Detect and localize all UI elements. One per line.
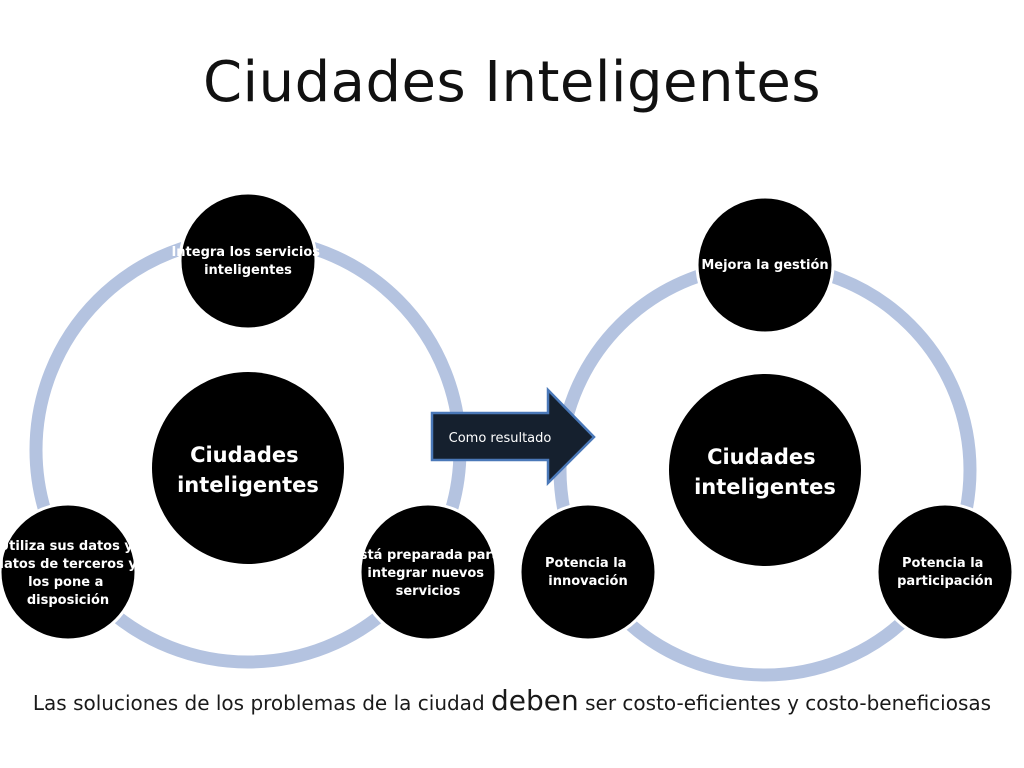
left-center-circle <box>152 372 344 564</box>
left-node-preparada-line-2: integrar nuevos <box>367 566 484 581</box>
right-center-line-2: inteligentes <box>694 475 836 499</box>
right-cycle: Ciudades inteligentes Mejora la gestión … <box>518 195 1015 682</box>
right-node-gestion: Mejora la gestión <box>695 195 835 335</box>
left-node-preparada: Está preparada para integrar nuevos serv… <box>351 502 505 642</box>
footer-text-before: Las soluciones de los problemas de la ci… <box>32 691 491 715</box>
right-node-gestion-circle <box>695 195 835 335</box>
right-center-circle <box>669 374 861 566</box>
footer-statement: Las soluciones de los problemas de la ci… <box>0 684 1024 717</box>
right-center-line-1: Ciudades <box>707 445 816 469</box>
left-node-preparada-line-1: Está preparada para <box>351 548 501 563</box>
right-node-participacion-circle <box>875 502 1015 642</box>
arrow-right-icon <box>430 386 596 487</box>
right-node-participacion-line-2: participación <box>897 574 993 589</box>
result-arrow: Como resultado <box>430 386 596 487</box>
right-node-innovacion-line-1: Potencia la <box>545 556 626 571</box>
footer-emphasis: deben <box>491 684 579 717</box>
left-node-utiliza-circle <box>0 502 138 642</box>
left-node-integra: Integra los servicios inteligentes <box>171 191 324 331</box>
left-center-label: Ciudades inteligentes <box>177 443 319 497</box>
left-node-utiliza-line-3: los pone a <box>28 575 103 590</box>
right-node-gestion-line-1: Mejora la gestión <box>701 258 828 273</box>
left-cycle: Ciudades inteligentes Integra los servic… <box>0 191 505 669</box>
right-node-innovacion-label: Potencia la innovación <box>545 556 631 589</box>
left-node-utiliza: Utiliza sus datos y datos de terceros y … <box>0 502 141 642</box>
left-node-integra-line-1: Integra los servicios <box>171 245 320 260</box>
right-node-innovacion-line-2: innovación <box>548 574 628 589</box>
left-node-integra-circle <box>178 191 318 331</box>
left-node-preparada-line-3: servicios <box>396 584 461 599</box>
left-node-utiliza-line-1: Utiliza sus datos y <box>0 539 133 554</box>
right-center-label: Ciudades inteligentes <box>694 445 836 499</box>
left-node-utiliza-line-2: datos de terceros y <box>0 557 137 572</box>
arrow-label: Como resultado <box>449 431 552 446</box>
page-title: Ciudades Inteligentes <box>202 50 822 115</box>
left-node-integra-label: Integra los servicios inteligentes <box>171 245 324 278</box>
footer-text-after: ser costo-eficientes y costo-beneficiosa… <box>578 691 992 715</box>
left-node-preparada-label: Está preparada para integrar nuevos serv… <box>351 548 505 599</box>
right-node-innovacion-circle <box>518 502 658 642</box>
right-node-participacion-label: Potencia la participación <box>897 556 993 589</box>
right-node-innovacion: Potencia la innovación <box>518 502 658 642</box>
right-center-node: Ciudades inteligentes <box>669 374 861 566</box>
left-node-preparada-circle <box>358 502 498 642</box>
left-node-integra-line-2: inteligentes <box>204 263 292 278</box>
left-node-utiliza-label: Utiliza sus datos y datos de terceros y … <box>0 539 141 608</box>
left-center-line-2: inteligentes <box>177 473 319 497</box>
right-node-participacion-line-1: Potencia la <box>902 556 983 571</box>
right-node-gestion-label: Mejora la gestión <box>701 258 828 273</box>
right-node-participacion: Potencia la participación <box>875 502 1015 642</box>
left-node-utiliza-line-4: disposición <box>27 593 109 608</box>
left-center-line-1: Ciudades <box>190 443 299 467</box>
left-center-node: Ciudades inteligentes <box>152 372 344 564</box>
